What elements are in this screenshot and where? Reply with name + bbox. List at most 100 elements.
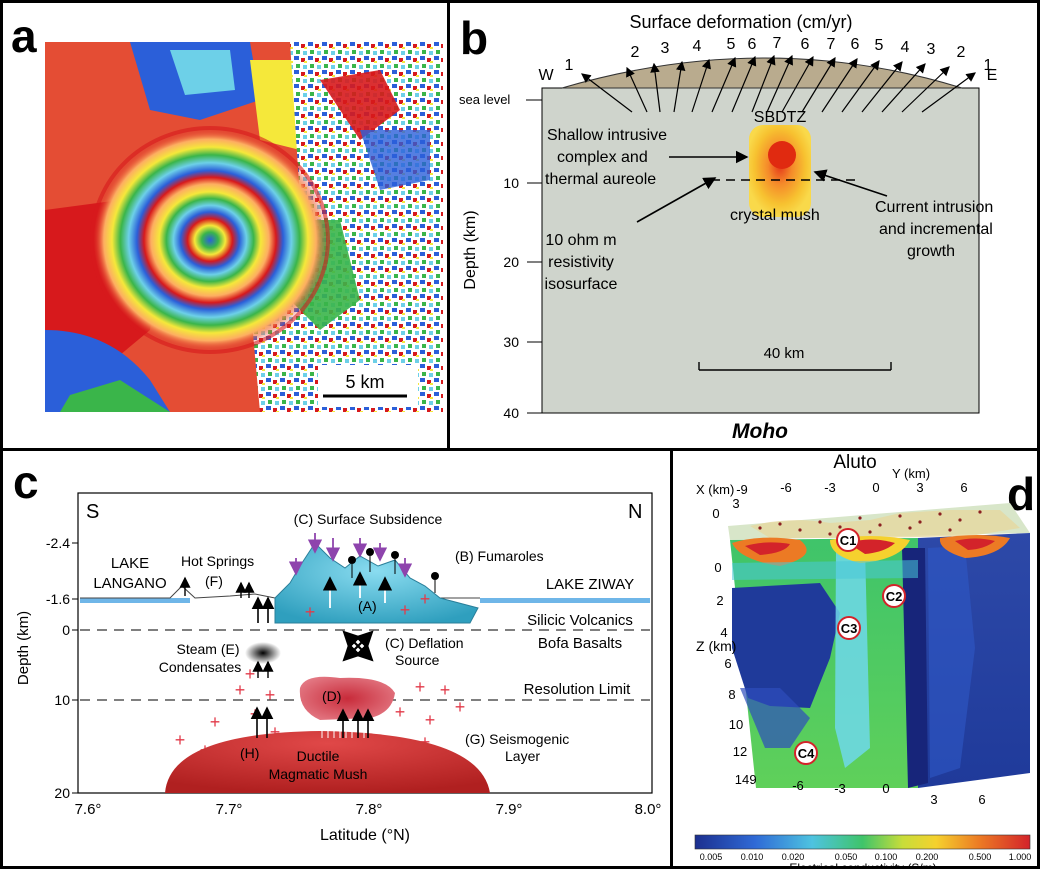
svg-text:+: + <box>210 712 221 732</box>
z-tick: 2 <box>716 593 723 608</box>
svg-text:+: + <box>440 680 451 700</box>
marker-c3: C3 <box>841 621 858 636</box>
resistivity-line: 10 ohm m <box>545 232 616 249</box>
resistivity-line: isosurface <box>545 276 618 293</box>
y-tick: 6 <box>960 480 967 495</box>
panel-c-xtick: 7.7° <box>216 801 243 818</box>
label-d: (D) <box>322 688 341 704</box>
z-tick: 14 <box>735 772 749 787</box>
panel-b-title: Surface deformation (cm/yr) <box>629 12 852 32</box>
resistivity-line: resistivity <box>548 254 614 271</box>
crystal-mush-label: crystal mush <box>730 207 820 224</box>
subsidence-label: (C) Surface Subsidence <box>294 511 443 527</box>
lake-ziway-label: LAKE ZIWAY <box>546 576 634 593</box>
svg-text:+: + <box>400 600 411 620</box>
panel-d-title: Aluto <box>833 452 876 473</box>
shallow-label-line: thermal aureole <box>545 171 656 188</box>
panel-c-xtick: 7.9° <box>496 801 523 818</box>
panel-a-scale-label: 5 km <box>345 372 384 392</box>
deformation-value: 2 <box>631 44 640 61</box>
panel-a: a <box>0 0 450 451</box>
colorbar-label: Electrical conductivity (S/m) <box>789 861 936 869</box>
svg-text:+: + <box>455 697 466 717</box>
current-intrusion-line: and incremental <box>879 221 993 238</box>
svg-text:+: + <box>305 602 316 622</box>
mush-line: Ductile <box>297 748 340 764</box>
panel-b: b Surface deformation (cm/yr) 1 2 3 4 5 <box>447 0 1040 451</box>
z-tick: 8 <box>728 687 735 702</box>
panel-b-ytick: 30 <box>503 334 519 350</box>
y-tick: -3 <box>824 480 836 495</box>
panel-c: c <box>0 448 673 869</box>
deformation-value: 3 <box>927 41 936 58</box>
y-tick: -9 <box>736 482 748 497</box>
deformation-value: 5 <box>727 36 736 53</box>
sbdtz-label: SBDTZ <box>754 109 807 126</box>
south-label: S <box>86 501 99 523</box>
deformation-value: 6 <box>748 36 757 53</box>
y-axis-label: Y (km) <box>892 466 930 481</box>
panel-b-ylabel: Depth (km) <box>462 210 479 289</box>
bottom-tick: 6 <box>978 792 985 807</box>
marker-c1: C1 <box>840 533 857 548</box>
deformation-value: 7 <box>827 36 836 53</box>
z-tick: 0 <box>714 560 721 575</box>
svg-text:+: + <box>395 702 406 722</box>
deflation-line: Source <box>395 652 440 668</box>
east-label: E <box>987 67 998 84</box>
colorbar-tick: 0.100 <box>875 852 898 862</box>
svg-text:+: + <box>235 680 246 700</box>
colorbar-tick: 1.000 <box>1009 852 1032 862</box>
y-tick: 3 <box>916 480 923 495</box>
y-tick: -6 <box>780 480 792 495</box>
z-tick: 10 <box>729 717 743 732</box>
panel-c-ytick: 10 <box>54 692 70 708</box>
colorbar-tick: 0.500 <box>969 852 992 862</box>
silicic-label: Silicic Volcanics <box>527 612 633 629</box>
z-tick: 4 <box>720 625 727 640</box>
steam-line: Condensates <box>159 659 242 675</box>
panel-b-scale-label: 40 km <box>764 345 805 362</box>
bottom-tick: 0 <box>882 781 889 796</box>
lake-langano-line: LANGANO <box>93 575 166 592</box>
panel-b-ytick: 20 <box>503 254 519 270</box>
colorbar-tick: 0.020 <box>782 852 805 862</box>
label-h: (H) <box>240 745 259 761</box>
deformation-value: 5 <box>875 37 884 54</box>
z-axis-label: Z (km) <box>696 638 736 654</box>
steam-line: Steam (E) <box>176 641 239 657</box>
sea-level-label: sea level <box>459 92 510 107</box>
deflation-line: (C) Deflation <box>385 635 464 651</box>
panel-c-xtick: 7.8° <box>356 801 383 818</box>
bofa-label: Bofa Basalts <box>538 635 622 652</box>
marker-c2: C2 <box>886 589 903 604</box>
deformation-value: 2 <box>957 44 966 61</box>
deformation-cross-section: Surface deformation (cm/yr) 1 2 3 4 5 6 … <box>459 12 998 443</box>
panel-c-xtick: 8.0° <box>635 801 662 818</box>
seismogenic-line: (G) Seismogenic <box>465 731 569 747</box>
deformation-value: 3 <box>661 40 670 57</box>
x-tick: 3 <box>732 496 739 511</box>
x-tick: 0 <box>712 506 719 521</box>
z-tick: 12 <box>733 744 747 759</box>
panel-c-ytick: -2.4 <box>46 535 70 551</box>
panel-c-ytick: -1.6 <box>46 591 70 607</box>
z-tick: 6 <box>724 656 731 671</box>
hot-springs-line: (F) <box>205 573 223 589</box>
mush-line: Magmatic Mush <box>269 766 368 782</box>
svg-text:+: + <box>265 685 276 705</box>
hot-springs-line: Hot Springs <box>181 553 254 569</box>
panel-a-letter: a <box>11 10 37 62</box>
panel-b-letter: b <box>460 12 489 64</box>
seismogenic-line: Layer <box>505 748 540 764</box>
current-intrusion-line: growth <box>907 243 955 260</box>
svg-text:+: + <box>250 704 261 724</box>
deformation-value: 1 <box>565 57 574 74</box>
bottom-tick: -6 <box>792 778 804 793</box>
deformation-value: 7 <box>773 35 782 52</box>
current-intrusion-line: Current intrusion <box>875 199 993 216</box>
svg-text:+: + <box>415 677 426 697</box>
west-label: W <box>538 67 554 84</box>
shallow-label-line: Shallow intrusive <box>547 127 667 144</box>
svg-text:+: + <box>175 730 186 750</box>
